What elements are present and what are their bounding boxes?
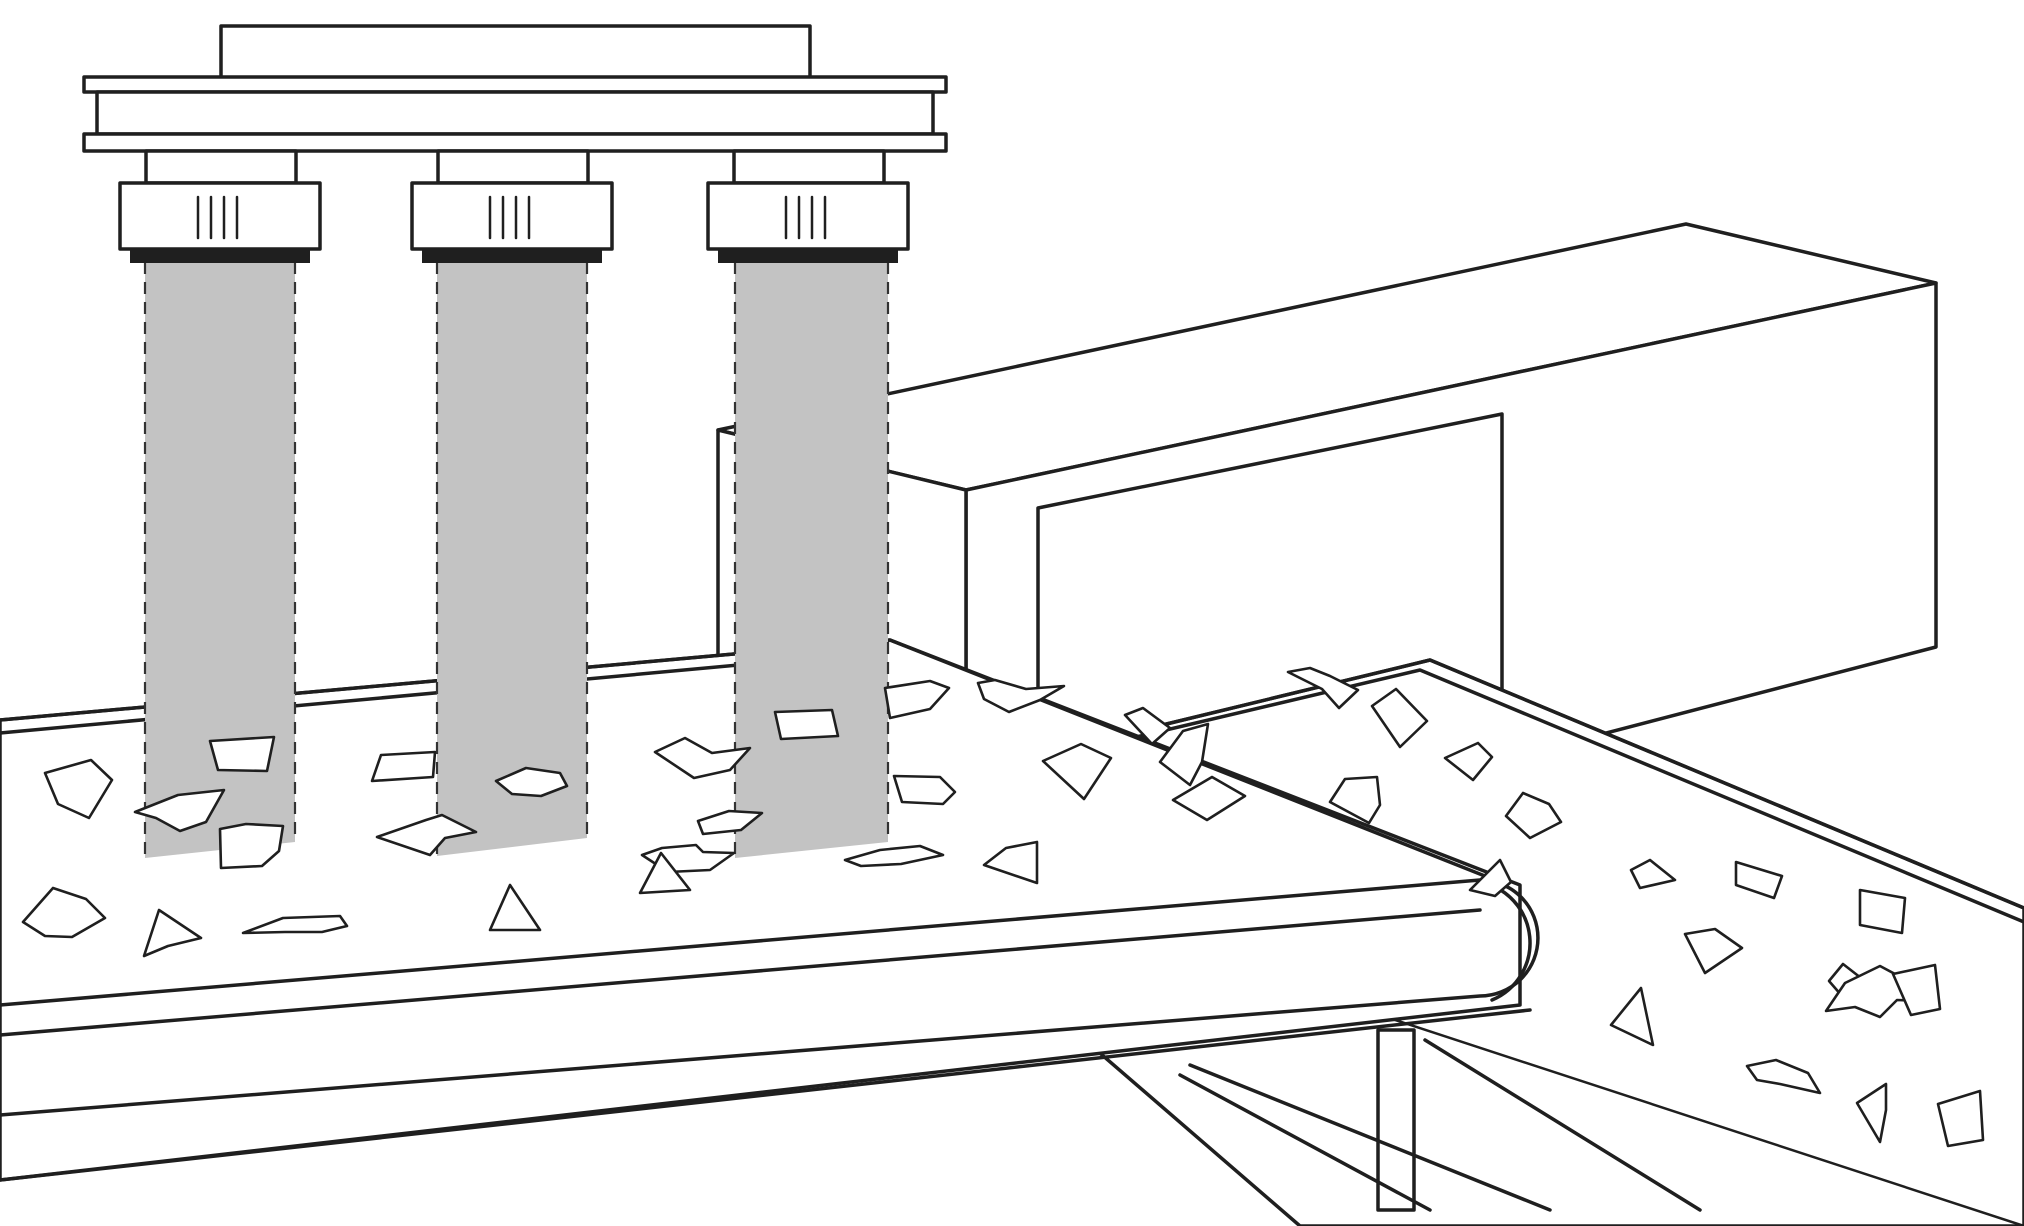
material-piece: [1286, 666, 1360, 710]
rig-rail-lower: [82, 132, 948, 153]
sensor-rig: [82, 24, 948, 153]
material-piece: [1171, 775, 1247, 822]
rig-rail-upper: [82, 75, 948, 94]
material-piece: [1745, 1058, 1822, 1095]
material-piece: [976, 678, 1066, 714]
sensor-head-3: [706, 149, 910, 263]
sensor-beam-1: [145, 262, 295, 858]
sensor-head-2: [410, 149, 614, 263]
material-piece: [133, 788, 226, 833]
material-piece: [494, 766, 569, 798]
material-piece: [982, 840, 1039, 885]
material-piece: [1936, 1089, 1985, 1148]
material-piece: [1443, 741, 1494, 782]
material-piece: [638, 851, 692, 895]
material-piece: [1123, 706, 1172, 746]
material-piece: [696, 809, 764, 836]
material-piece: [1683, 927, 1744, 975]
material-piece: [43, 758, 114, 820]
material-piece: [488, 883, 542, 932]
material-piece: [1370, 687, 1429, 749]
material-piece: [375, 813, 478, 857]
material-piece: [1504, 791, 1563, 840]
material-piece: [218, 822, 285, 870]
material-piece: [142, 908, 203, 958]
sensor-heads: [118, 149, 910, 263]
material-piece: [208, 735, 276, 773]
material-piece: [1468, 858, 1513, 898]
material-piece: [773, 708, 840, 741]
rig-rail-body: [95, 90, 935, 136]
sensor-beams: [143, 262, 890, 858]
material-piece: [653, 736, 752, 780]
sensor-beam-2: [437, 262, 587, 856]
sensor-beam-3: [735, 262, 888, 858]
material-piece: [843, 844, 945, 868]
material-piece: [1158, 722, 1210, 787]
material-pieces: [21, 666, 1985, 1148]
material-piece: [1629, 858, 1677, 890]
rig-top-plate: [219, 24, 812, 80]
sensor-head-1: [118, 149, 322, 263]
material-piece: [1609, 986, 1655, 1047]
material-piece: [883, 679, 951, 720]
material-piece: [1855, 1082, 1888, 1144]
material-piece: [1891, 963, 1942, 1017]
material-piece: [21, 886, 107, 939]
material-piece: [1041, 742, 1113, 801]
material-piece: [1858, 888, 1907, 935]
material-piece: [1328, 775, 1382, 825]
material-piece: [1734, 860, 1784, 900]
material-piece: [892, 774, 957, 806]
conveyor-support-frame: [1178, 1028, 1702, 1212]
material-piece: [241, 914, 349, 935]
material-piece: [370, 750, 437, 783]
